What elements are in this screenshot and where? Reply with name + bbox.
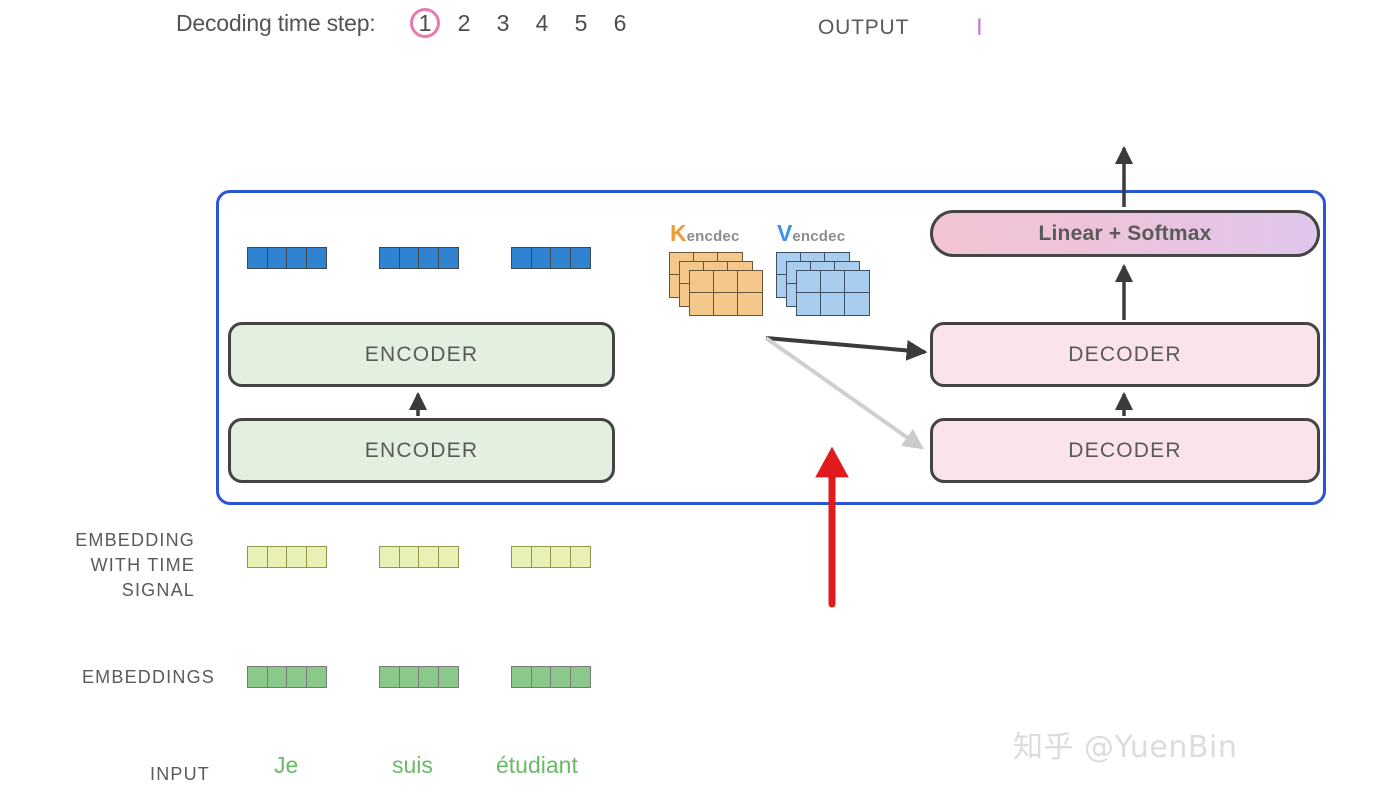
timestep-5[interactable]: 5 bbox=[574, 9, 588, 36]
label-line: SIGNAL bbox=[121, 580, 195, 600]
vector-cell bbox=[511, 247, 532, 269]
v-matrix-layer bbox=[796, 270, 870, 316]
vector-cell bbox=[266, 546, 288, 568]
matrix-cell bbox=[796, 292, 822, 316]
k-matrix-stack bbox=[669, 252, 763, 316]
timestep-2[interactable]: 2 bbox=[457, 9, 471, 36]
vector-cell bbox=[379, 546, 400, 568]
vector-cell bbox=[379, 666, 400, 688]
k-letter: K bbox=[670, 220, 687, 246]
matrix-cell bbox=[713, 292, 739, 316]
vector-cell bbox=[569, 666, 591, 688]
timestep-list: 1 2 3 4 5 6 bbox=[410, 8, 635, 38]
vector-cell bbox=[550, 546, 571, 568]
vector-cell bbox=[437, 546, 459, 568]
timestep-6[interactable]: 6 bbox=[613, 9, 627, 36]
encoder-block-bottom[interactable]: ENCODER bbox=[228, 418, 615, 483]
matrix-cell bbox=[689, 270, 715, 294]
matrix-cell bbox=[689, 292, 715, 316]
vector-cell bbox=[266, 666, 288, 688]
label-embedding-with-time-signal: EMBEDDING WITH TIME SIGNAL bbox=[10, 528, 195, 603]
matrix-cell bbox=[844, 292, 870, 316]
time-signal-vector-3 bbox=[511, 546, 591, 568]
encoder-output-vector-1 bbox=[247, 247, 327, 269]
encoder-output-vector-3 bbox=[511, 247, 591, 269]
encoder-output-vector-2 bbox=[379, 247, 459, 269]
vector-cell bbox=[418, 546, 439, 568]
output-label: OUTPUT bbox=[818, 16, 910, 39]
v-subscript: encdec bbox=[792, 228, 846, 245]
k-encdec-label: Kencdec bbox=[670, 222, 762, 245]
vector-cell bbox=[247, 666, 268, 688]
vector-cell bbox=[530, 247, 552, 269]
vector-cell bbox=[550, 666, 571, 688]
time-signal-vector-2 bbox=[379, 546, 459, 568]
vector-cell bbox=[398, 546, 420, 568]
k-encdec-group: Kencdec bbox=[669, 222, 763, 316]
vector-cell bbox=[286, 546, 307, 568]
vector-cell bbox=[305, 666, 327, 688]
vector-cell bbox=[530, 666, 552, 688]
vector-cell bbox=[569, 546, 591, 568]
time-signal-vector-1 bbox=[247, 546, 327, 568]
linear-softmax-block[interactable]: Linear + Softmax bbox=[930, 210, 1320, 257]
vector-cell bbox=[530, 546, 552, 568]
encoder-block-top[interactable]: ENCODER bbox=[228, 322, 615, 387]
vector-cell bbox=[286, 666, 307, 688]
matrix-cell bbox=[713, 270, 739, 294]
watermark: 知乎 @YuenBin bbox=[1013, 730, 1238, 765]
decoder-block-top[interactable]: DECODER bbox=[930, 322, 1320, 387]
k-matrix-layer bbox=[689, 270, 763, 316]
decoder-block-bottom[interactable]: DECODER bbox=[930, 418, 1320, 483]
embedding-vector-1 bbox=[247, 666, 327, 688]
matrix-cell bbox=[796, 270, 822, 294]
vector-cell bbox=[266, 247, 288, 269]
timestep-1[interactable]: 1 bbox=[410, 8, 440, 38]
vector-cell bbox=[305, 247, 327, 269]
timestep-3[interactable]: 3 bbox=[496, 9, 510, 36]
matrix-cell bbox=[737, 270, 763, 294]
k-subscript: encdec bbox=[686, 228, 740, 245]
vector-cell bbox=[569, 247, 591, 269]
embedding-vector-3 bbox=[511, 666, 591, 688]
input-token-suis: suis bbox=[392, 752, 433, 778]
vector-cell bbox=[550, 247, 571, 269]
vector-cell bbox=[511, 666, 532, 688]
vector-cell bbox=[286, 247, 307, 269]
matrix-cell bbox=[844, 270, 870, 294]
vector-cell bbox=[437, 666, 459, 688]
input-token-je: Je bbox=[274, 752, 299, 778]
label-embeddings: EMBEDDINGS bbox=[81, 667, 215, 687]
vector-cell bbox=[398, 247, 420, 269]
v-encdec-group: Vencdec bbox=[776, 222, 870, 316]
label-line: WITH TIME bbox=[90, 555, 195, 575]
matrix-cell bbox=[737, 292, 763, 316]
vector-cell bbox=[418, 666, 439, 688]
vector-cell bbox=[305, 546, 327, 568]
input-token-etudiant: étudiant bbox=[496, 752, 578, 778]
timestep-4[interactable]: 4 bbox=[535, 9, 549, 36]
matrix-cell bbox=[820, 292, 846, 316]
vector-cell bbox=[437, 247, 459, 269]
header-bar: Decoding time step: 1 2 3 4 5 6 OUTPUT I bbox=[0, 0, 1375, 55]
v-encdec-label: Vencdec bbox=[777, 222, 869, 245]
v-matrix-stack bbox=[776, 252, 870, 316]
decoding-time-step-label: Decoding time step: bbox=[176, 10, 376, 36]
embedding-vector-2 bbox=[379, 666, 459, 688]
matrix-cell bbox=[820, 270, 846, 294]
vector-cell bbox=[511, 546, 532, 568]
vector-cell bbox=[418, 247, 439, 269]
vector-cell bbox=[379, 247, 400, 269]
vector-cell bbox=[398, 666, 420, 688]
vector-cell bbox=[247, 247, 268, 269]
output-caret: I bbox=[976, 14, 983, 41]
label-input: INPUT bbox=[150, 764, 210, 784]
label-line: EMBEDDING bbox=[75, 530, 195, 550]
v-letter: V bbox=[777, 220, 793, 246]
vector-cell bbox=[247, 546, 268, 568]
